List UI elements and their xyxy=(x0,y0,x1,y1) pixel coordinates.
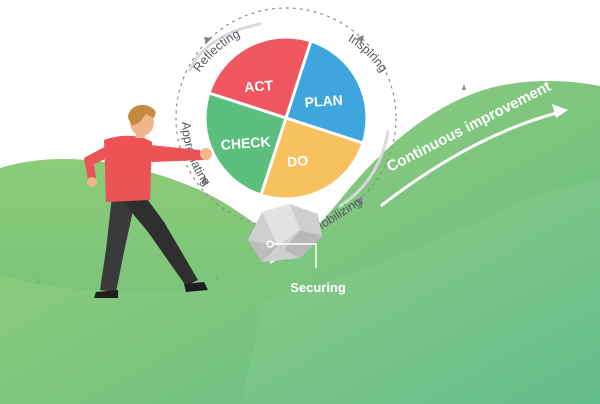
person-front-leg xyxy=(118,192,198,286)
person-pushing xyxy=(84,104,212,298)
hill-highlight xyxy=(240,180,600,404)
grass-tuft xyxy=(36,277,40,283)
person-shoe xyxy=(94,290,118,298)
person-back-arm xyxy=(84,146,112,180)
quadrant-plan-label: PLAN xyxy=(304,92,343,111)
person-back-hand xyxy=(87,177,97,187)
orbit-arrow-icon xyxy=(201,176,208,184)
quadrant-check-label: CHECK xyxy=(220,133,271,152)
person-back-leg xyxy=(100,196,134,292)
rock-shade xyxy=(262,204,300,246)
quadrant-act-label: ACT xyxy=(244,77,274,95)
securing-label: Securing xyxy=(290,280,346,295)
orbit-arrow-icon xyxy=(204,37,212,44)
person-torso xyxy=(104,135,152,202)
orbit-swirl xyxy=(188,22,262,72)
person-front-hand xyxy=(200,148,212,160)
person-hair xyxy=(128,104,156,126)
orbit-arrow-icon xyxy=(357,35,364,43)
person-front-arm xyxy=(140,144,204,162)
arc-label-inspiring: Inspiring xyxy=(346,31,391,74)
arrow-head-icon xyxy=(552,104,568,118)
rock-shade xyxy=(248,240,278,262)
grass-tuft xyxy=(215,274,219,280)
grass-tuft xyxy=(462,84,466,90)
quadrant-do-label: DO xyxy=(287,152,309,169)
cycle-orbit xyxy=(175,7,397,229)
pdca-wheel: ACT PLAN CHECK DO xyxy=(203,35,369,201)
orbit-arrow-icon xyxy=(355,196,363,204)
securing-callout: Securing xyxy=(266,240,346,295)
orbit-swirl xyxy=(338,130,390,208)
person-shoe xyxy=(184,282,208,292)
